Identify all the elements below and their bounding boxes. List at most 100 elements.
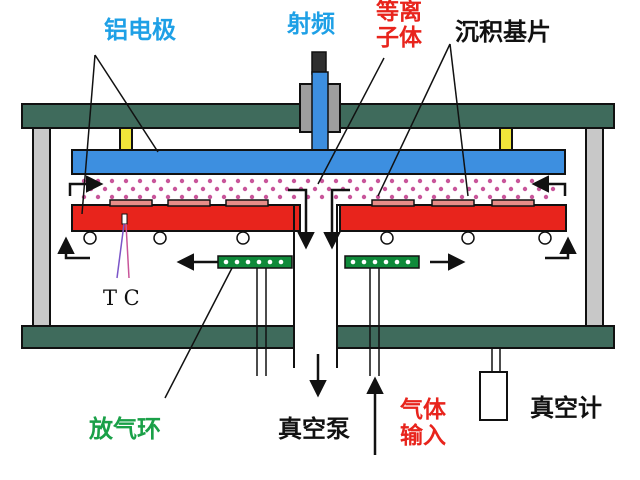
plasma-dot xyxy=(312,186,318,192)
label-plasma-line1: 等离 xyxy=(376,0,422,25)
substrate xyxy=(371,199,415,207)
label-plasma: 等离 子体 xyxy=(376,0,422,52)
plasma-dot xyxy=(354,186,360,192)
label-plasma-line2: 子体 xyxy=(376,24,422,51)
gas-ring-hole xyxy=(361,259,367,265)
plasma-dot xyxy=(529,178,535,184)
gas-ring-right xyxy=(344,255,420,269)
plasma-dot xyxy=(508,186,514,192)
plasma-dot xyxy=(403,178,409,184)
plasma-dot xyxy=(396,186,402,192)
label-gas-input-line2: 输入 xyxy=(400,422,446,449)
roller xyxy=(380,231,394,245)
label-gas-input-line1: 气体 xyxy=(400,397,446,423)
chamber-right-wall xyxy=(585,127,604,327)
plasma-dot xyxy=(473,194,479,200)
plasma-dot xyxy=(536,186,542,192)
plasma-dot xyxy=(144,186,150,192)
plasma-dot xyxy=(382,186,388,192)
plasma-dot xyxy=(361,178,367,184)
plasma-dot xyxy=(277,194,283,200)
plasma-dot xyxy=(543,194,549,200)
plasma-dot xyxy=(326,186,332,192)
heater-plate-right xyxy=(339,204,567,232)
plasma-dot xyxy=(249,178,255,184)
plasma-dot xyxy=(333,194,339,200)
plasma-dot xyxy=(123,178,129,184)
plasma-dot xyxy=(158,186,164,192)
plasma-dot xyxy=(193,194,199,200)
substrate xyxy=(491,199,535,207)
plasma-dot xyxy=(256,186,262,192)
plasma-dot xyxy=(438,186,444,192)
plasma-dot xyxy=(291,194,297,200)
insulator-left xyxy=(119,127,133,151)
gas-supply-pipes xyxy=(256,268,380,376)
plasma-dot xyxy=(277,178,283,184)
plasma-dot xyxy=(200,186,206,192)
plasma-dot xyxy=(445,194,451,200)
plasma-dot xyxy=(165,194,171,200)
plasma-dot xyxy=(550,186,556,192)
plasma-dot xyxy=(165,178,171,184)
plasma-dot xyxy=(270,186,276,192)
plasma-dot xyxy=(459,178,465,184)
plasma-dot xyxy=(389,178,395,184)
label-vacuum-gauge: 真空计 xyxy=(530,394,602,422)
plasma-dot xyxy=(319,194,325,200)
leader-lines xyxy=(81,43,469,399)
label-gas-input: 气体 输入 xyxy=(400,397,446,450)
plasma-dot xyxy=(389,194,395,200)
plasma-dot xyxy=(263,194,269,200)
substrate xyxy=(431,199,475,207)
plasma-dot xyxy=(242,186,248,192)
plasma-dot xyxy=(501,178,507,184)
exhaust-duct xyxy=(293,204,340,368)
roller xyxy=(153,231,167,245)
plasma-dot xyxy=(95,194,101,200)
gas-ring-hole xyxy=(234,259,240,265)
chamber-bottom-plate-left xyxy=(21,325,295,349)
thermocouple-wire xyxy=(125,223,130,279)
plasma-dot xyxy=(95,178,101,184)
plasma-dot xyxy=(305,178,311,184)
plasma-dot xyxy=(417,194,423,200)
plasma-dot xyxy=(501,194,507,200)
plasma-dot xyxy=(186,186,192,192)
plasma-dot xyxy=(487,178,493,184)
gas-ring-hole xyxy=(267,259,273,265)
plasma-dot xyxy=(228,186,234,192)
plasma-dot xyxy=(109,178,115,184)
plasma-dot xyxy=(361,194,367,200)
plasma-dot xyxy=(179,178,185,184)
plasma-dot xyxy=(473,178,479,184)
label-tc: T C xyxy=(103,286,140,310)
plasma-dot xyxy=(137,194,143,200)
label-vacuum-pump: 真空泵 xyxy=(278,415,350,443)
plasma-dot xyxy=(375,178,381,184)
plasma-dot xyxy=(291,178,297,184)
gas-ring-hole xyxy=(372,259,378,265)
rf-connector-top xyxy=(311,51,327,75)
label-rf: 射频 xyxy=(287,10,335,38)
gas-ring-hole xyxy=(383,259,389,265)
plasma-dot xyxy=(172,186,178,192)
roller xyxy=(236,231,250,245)
plasma-dot xyxy=(445,178,451,184)
chamber-left-wall xyxy=(32,127,51,327)
plasma-dot xyxy=(102,186,108,192)
plasma-dot xyxy=(515,178,521,184)
plasma-dot xyxy=(221,194,227,200)
gas-flow-arrows xyxy=(57,175,577,455)
roller xyxy=(83,231,97,245)
plasma-dot xyxy=(207,194,213,200)
plasma-dot xyxy=(179,194,185,200)
substrate xyxy=(167,199,211,207)
plasma-dot xyxy=(221,178,227,184)
plasma-dot xyxy=(431,194,437,200)
plasma-dot xyxy=(403,194,409,200)
plasma-dot xyxy=(529,194,535,200)
gas-ring-hole xyxy=(350,259,356,265)
label-deposition-substrate: 沉积基片 xyxy=(455,18,551,46)
